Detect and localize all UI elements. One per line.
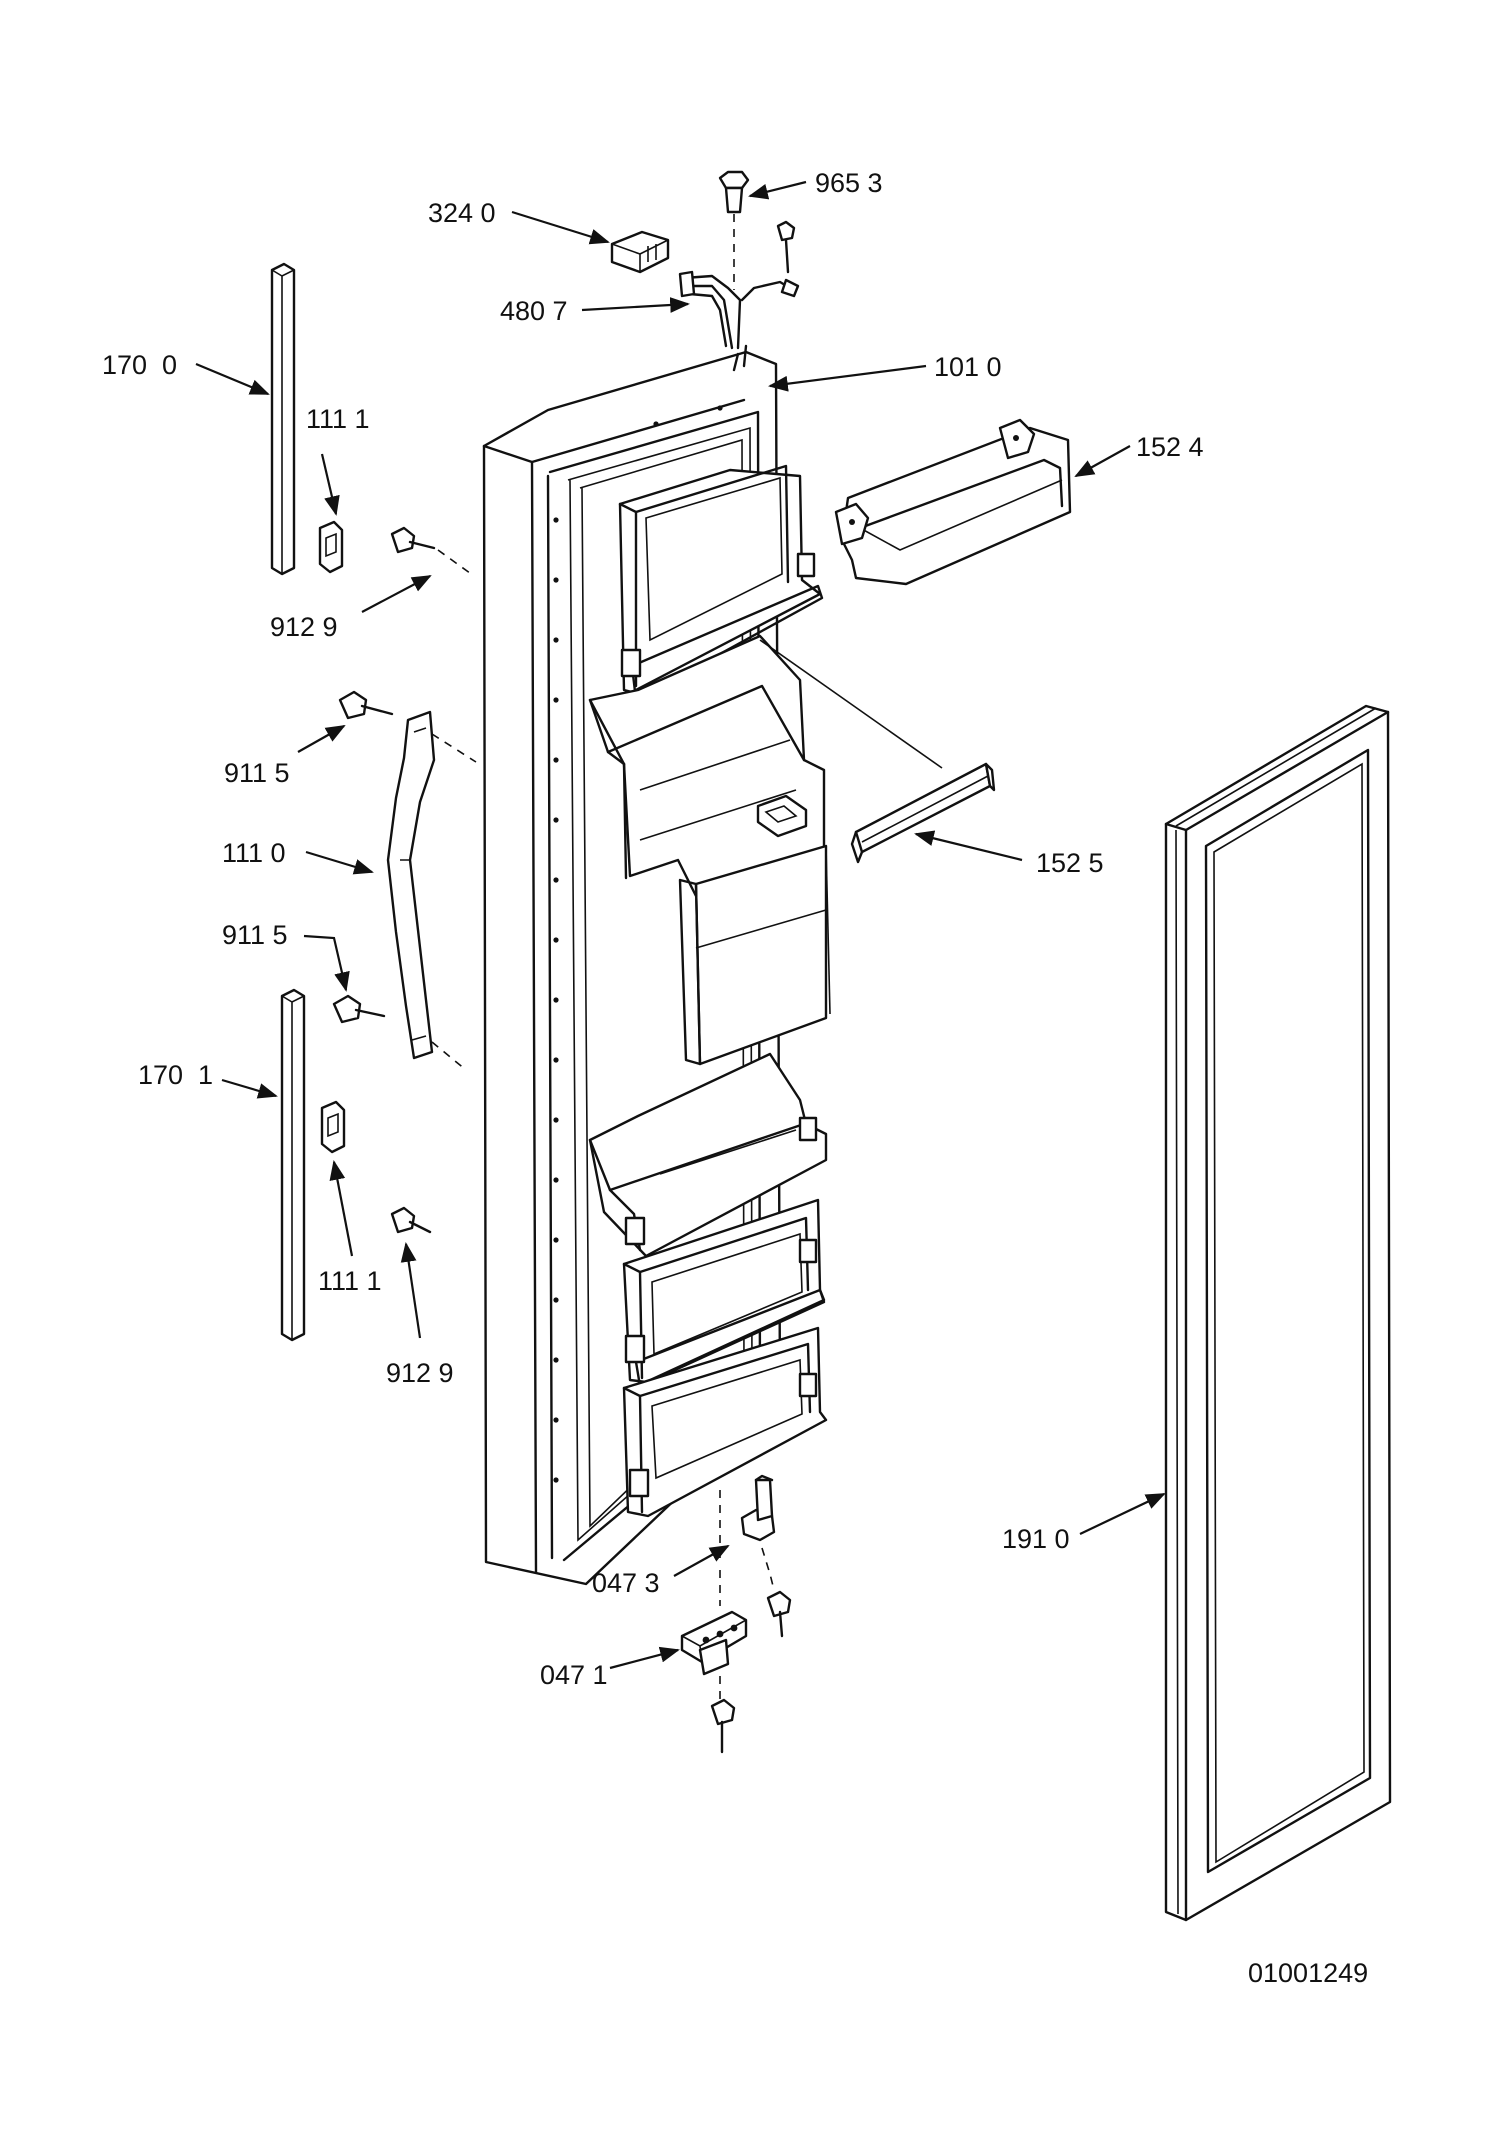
callout-911-5-upper: 911 5 xyxy=(224,758,290,788)
light-socket-screw xyxy=(776,220,796,274)
callout-480-7: 480 7 xyxy=(500,296,568,326)
wire-harness-480 xyxy=(678,270,800,350)
callout-965-3: 965 3 xyxy=(815,168,883,198)
callout-170-0: 170 0 xyxy=(102,350,177,380)
callout-047-3: 047 3 xyxy=(592,1568,660,1598)
callout-911-5-lower: 911 5 xyxy=(222,920,288,950)
callout-111-1-upper: 111 1 xyxy=(306,404,370,434)
callout-912-9-lower: 912 9 xyxy=(386,1358,454,1388)
trim-strip-lower xyxy=(280,988,306,1342)
callout-912-9-upper: 912 9 xyxy=(270,612,338,642)
hinge-pin-047-3 xyxy=(719,1474,776,1591)
door-bar-152-4 xyxy=(834,418,1072,586)
door-bar-152-5 xyxy=(759,639,996,864)
callout-324-0: 324 0 xyxy=(428,198,496,228)
callout-labels: 965 3 324 0 480 7 101 0 170 0 152 4 111 … xyxy=(102,168,1368,1988)
screw-912-upper xyxy=(390,526,475,577)
screw-911-upper xyxy=(338,690,394,720)
clip-upper xyxy=(318,520,344,574)
hinge-screw xyxy=(766,1590,792,1638)
callout-152-4: 152 4 xyxy=(1136,432,1204,462)
callout-152-5: 152 5 xyxy=(1036,848,1104,878)
callout-170-1: 170 1 xyxy=(138,1060,213,1090)
trim-strip-upper xyxy=(270,262,296,576)
hinge-plate-047-1 xyxy=(680,1570,748,1700)
callout-111-0: 111 0 xyxy=(222,838,286,868)
hinge-bottom-screw xyxy=(710,1698,736,1754)
clip-lower xyxy=(320,1100,346,1154)
callout-111-1-lower: 111 1 xyxy=(318,1266,382,1296)
light-switch-965 xyxy=(718,170,750,290)
callout-191-0: 191 0 xyxy=(1002,1524,1070,1554)
liner-screw-dots xyxy=(553,405,723,1483)
screw-912-lower xyxy=(390,1206,432,1234)
door-handle xyxy=(386,710,477,1071)
connector-324 xyxy=(610,230,670,274)
door-gasket xyxy=(1164,704,1392,1922)
callout-101-0: 101 0 xyxy=(934,352,1002,382)
door-assembly xyxy=(482,344,831,1586)
leader-lines xyxy=(195,180,1166,1670)
callout-047-1: 047 1 xyxy=(540,1660,608,1690)
drawing-number: 01001249 xyxy=(1248,1958,1368,1988)
screw-911-lower xyxy=(332,994,386,1024)
